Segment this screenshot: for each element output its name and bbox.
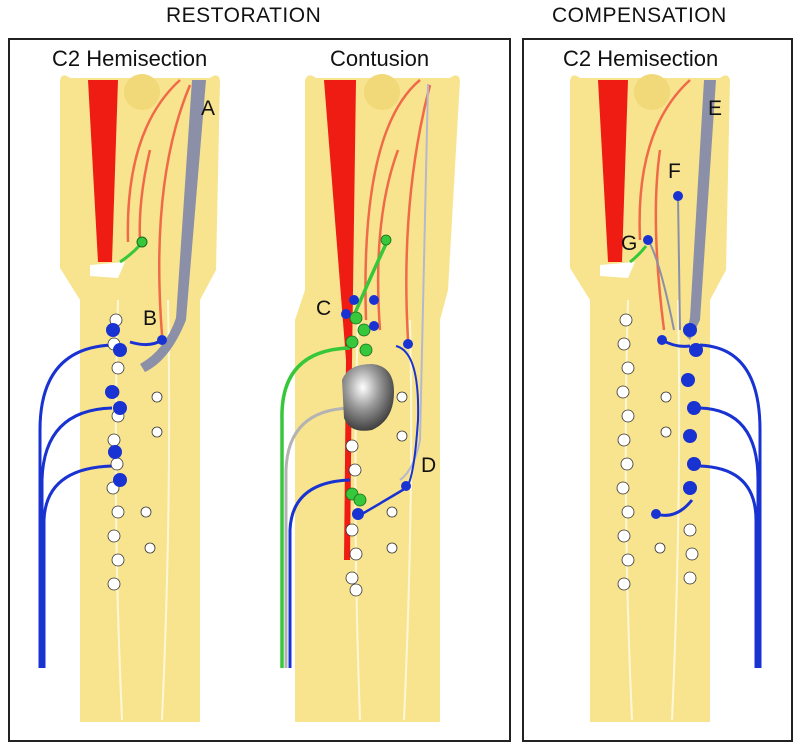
compensation-panel-frame <box>522 38 793 742</box>
blue-fiber-d <box>395 345 420 489</box>
label-f: F <box>668 160 681 183</box>
blue-neuron-column-right <box>643 191 703 519</box>
light-gray-fiber-contusion <box>284 406 351 668</box>
label-d: D <box>421 454 437 477</box>
label-b: B <box>143 307 158 330</box>
white-neuron-columns-right <box>616 313 699 591</box>
label-a: A <box>201 97 216 120</box>
label-g: G <box>621 232 638 255</box>
green-neurons-contusion <box>345 234 392 507</box>
red-tract-right <box>598 80 628 262</box>
restoration-panel-frame <box>8 38 511 742</box>
orange-fibers-contusion <box>364 79 432 341</box>
compensation-header: COMPENSATION <box>552 4 727 27</box>
panel-title-hemisection-left: C2 Hemisection <box>52 46 208 71</box>
gray-tract-e <box>686 80 716 340</box>
white-neurons-contusion <box>345 391 408 597</box>
gray-fibers-f-g <box>647 195 681 331</box>
blue-fiber-d-low <box>361 486 407 516</box>
green-fiber-left <box>119 244 142 264</box>
red-tract-contusion <box>324 80 356 560</box>
green-neuron-left <box>136 236 148 248</box>
panel-title-hemisection-right: C2 Hemisection <box>563 46 719 71</box>
label-e: E <box>708 97 723 120</box>
blue-fiber-contusion <box>288 478 351 668</box>
blue-motor-fibers-left <box>38 338 163 668</box>
orange-fibers-left <box>126 79 192 336</box>
gray-tract-a <box>140 80 206 372</box>
label-c: C <box>316 297 332 320</box>
panel-title-contusion: Contusion <box>330 46 430 71</box>
blue-motor-fibers-right <box>655 338 762 668</box>
orange-fibers-right <box>638 79 691 331</box>
green-fiber-right <box>629 245 648 264</box>
restoration-header: RESTORATION <box>166 4 322 27</box>
blue-neurons-contusion <box>341 295 413 520</box>
red-tract-left <box>88 80 118 262</box>
blue-neuron-column-left <box>105 323 167 487</box>
lesion-contusion <box>342 364 394 431</box>
